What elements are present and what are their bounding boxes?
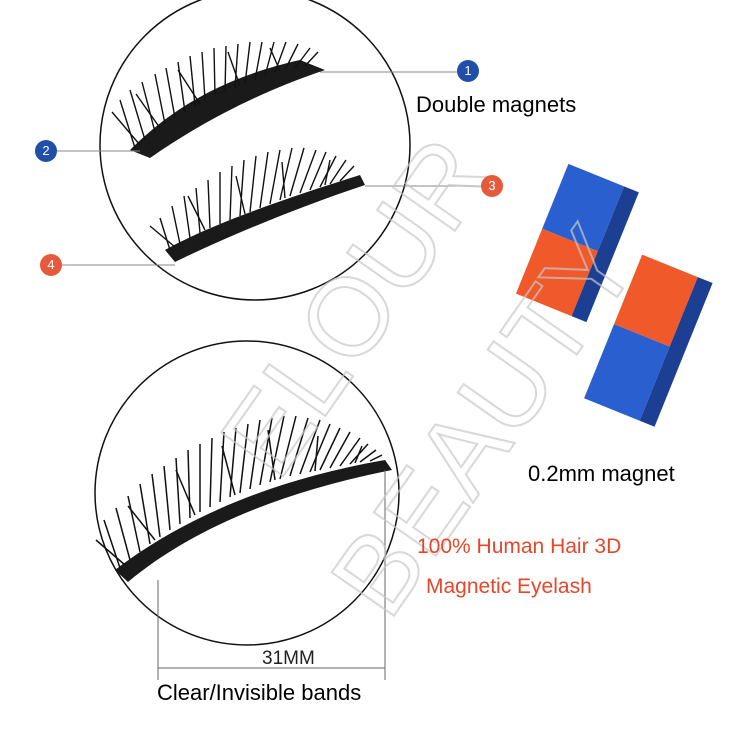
double-magnets-label: Double magnets xyxy=(416,92,577,117)
clear-bands-label: Clear/Invisible bands xyxy=(157,680,362,705)
bottom-lash-circle xyxy=(94,340,400,646)
band-length-label: 31MM xyxy=(262,648,315,669)
top-lash-circle xyxy=(99,0,411,301)
magnet-thickness-label: 0.2mm magnet xyxy=(528,461,675,486)
magnet-upper xyxy=(515,163,639,323)
badge-2: 2 xyxy=(35,140,57,162)
leader-lines xyxy=(57,71,481,266)
promo-line-1: 100% Human Hair 3D xyxy=(417,535,622,558)
badge-3: 3 xyxy=(481,175,503,197)
badge-1: 1 xyxy=(457,60,479,82)
dimension-marker xyxy=(157,470,386,680)
magnet-lower xyxy=(584,254,713,427)
badge-4: 4 xyxy=(40,254,62,276)
promo-line-2: Magnetic Eyelash xyxy=(426,575,592,598)
lower-lash-strip xyxy=(149,147,365,262)
bottom-lash-strip xyxy=(95,415,392,582)
upper-lash-strip xyxy=(111,41,325,158)
